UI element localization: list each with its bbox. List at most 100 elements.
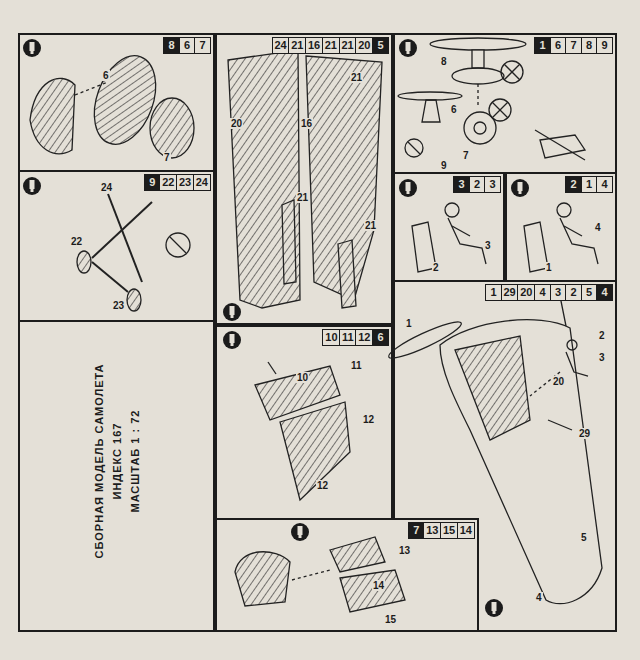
step-number: 4 [596, 284, 613, 301]
parts-header: 7131514 [409, 522, 475, 539]
callout-number: 6 [450, 104, 458, 115]
callout-number: 3 [598, 352, 606, 363]
tail-surfaces [340, 570, 405, 612]
step-number: 7 [408, 522, 425, 539]
glue-icon [399, 179, 417, 197]
title-panel: СБОРНАЯ МОДЕЛЬ САМОЛЕТАИНДЕКС 167МАСШТАБ… [18, 320, 215, 632]
parts-header: 1292043254 [487, 284, 614, 301]
parts-header: 214 [567, 176, 614, 193]
step-panel: 16789 [393, 33, 617, 174]
callout-number: 8 [440, 56, 448, 67]
part-number: 22 [159, 174, 177, 191]
part-number: 16 [305, 37, 323, 54]
glue-icon [492, 602, 497, 611]
glue-icon [223, 331, 241, 349]
part-number: 20 [355, 37, 373, 54]
glue-icon [30, 180, 35, 189]
callout-number: 7 [462, 150, 470, 161]
glue-icon [31, 189, 34, 192]
part-number: 2 [565, 284, 582, 301]
propeller-engine [492, 102, 508, 118]
fuselage [566, 352, 588, 376]
step-panel: 1292043254 [393, 280, 617, 632]
callout-number: 1 [545, 262, 553, 273]
pilot-figure [448, 218, 486, 264]
callout-number: 10 [296, 372, 309, 383]
tail-surfaces [235, 552, 290, 606]
part-number: 8 [581, 37, 598, 54]
undercarriage [77, 251, 91, 273]
part-number: 23 [176, 174, 194, 191]
glue-icon [399, 179, 417, 197]
step-number: 3 [453, 176, 470, 193]
tail-surfaces [292, 570, 330, 580]
wings [282, 200, 296, 284]
parts-header: 9222324 [145, 174, 211, 191]
part-number: 6 [550, 37, 567, 54]
tail-surfaces [280, 402, 350, 500]
part-number: 10 [322, 329, 340, 346]
part-number: 11 [339, 329, 357, 346]
fuselage [455, 336, 530, 440]
glue-icon [406, 42, 411, 51]
pilot-figure [564, 226, 582, 236]
callout-number: 20 [552, 376, 565, 387]
callout-number: 21 [364, 220, 377, 231]
propeller-engine [504, 64, 520, 80]
title-block: СБОРНАЯ МОДЕЛЬ САМОЛЕТАИНДЕКС 167МАСШТАБ… [90, 363, 144, 558]
wings [228, 50, 382, 308]
part-number: 7 [565, 37, 582, 54]
parts-header: 323 [455, 176, 502, 193]
part-number: 4 [534, 284, 551, 301]
part-number: 3 [484, 176, 501, 193]
part-number: 14 [457, 522, 475, 539]
callout-number: 24 [100, 182, 113, 193]
part-number: 24 [193, 174, 211, 191]
propeller-engine [405, 139, 423, 157]
part-number: 1 [485, 284, 502, 301]
callout-number: 16 [300, 118, 313, 129]
callout-number: 15 [384, 614, 397, 625]
glue-icon [223, 303, 241, 321]
part-number: 7 [194, 37, 211, 54]
step-panel: 3 2 3 [393, 172, 505, 282]
glue-icon [407, 191, 410, 194]
glue-icon [406, 182, 411, 191]
glue-icon [23, 39, 41, 57]
part-number: 4 [596, 176, 613, 193]
propeller-engine [492, 102, 508, 118]
part-number: 21 [339, 37, 357, 54]
pilot-figure [557, 203, 571, 217]
step-number: 5 [372, 37, 389, 54]
glue-icon [223, 303, 241, 321]
callout-number: 2 [598, 330, 606, 341]
wheel-fairings [150, 98, 194, 158]
undercarriage [77, 194, 190, 311]
wheel-fairings [75, 82, 108, 95]
part-number: 24 [272, 37, 290, 54]
part-number: 12 [355, 329, 373, 346]
undercarriage [92, 202, 152, 258]
wheel-fairings [30, 47, 194, 158]
propeller-engine [474, 122, 486, 134]
glue-icon [230, 334, 235, 343]
propeller-engine [501, 61, 523, 83]
wings [228, 50, 300, 308]
part-number: 21 [322, 37, 340, 54]
kit-title-line: МАСШТАБ 1 : 72 [126, 363, 144, 558]
callout-number: 23 [112, 300, 125, 311]
tail-surfaces [268, 362, 276, 374]
callout-number: 12 [362, 414, 375, 425]
part-number: 29 [501, 284, 519, 301]
callout-number: 2 [432, 262, 440, 273]
propeller-engine [430, 38, 526, 50]
part-number: 21 [288, 37, 306, 54]
fuselage [548, 420, 572, 430]
parts-header: 2421162121205 [273, 37, 389, 54]
pilot-figure [452, 226, 470, 236]
callout-number: 3 [484, 240, 492, 251]
callout-number: 4 [594, 222, 602, 233]
callout-number: 9 [440, 160, 448, 171]
step-panel: 867 [18, 33, 215, 172]
callout-number: 1 [405, 318, 413, 329]
